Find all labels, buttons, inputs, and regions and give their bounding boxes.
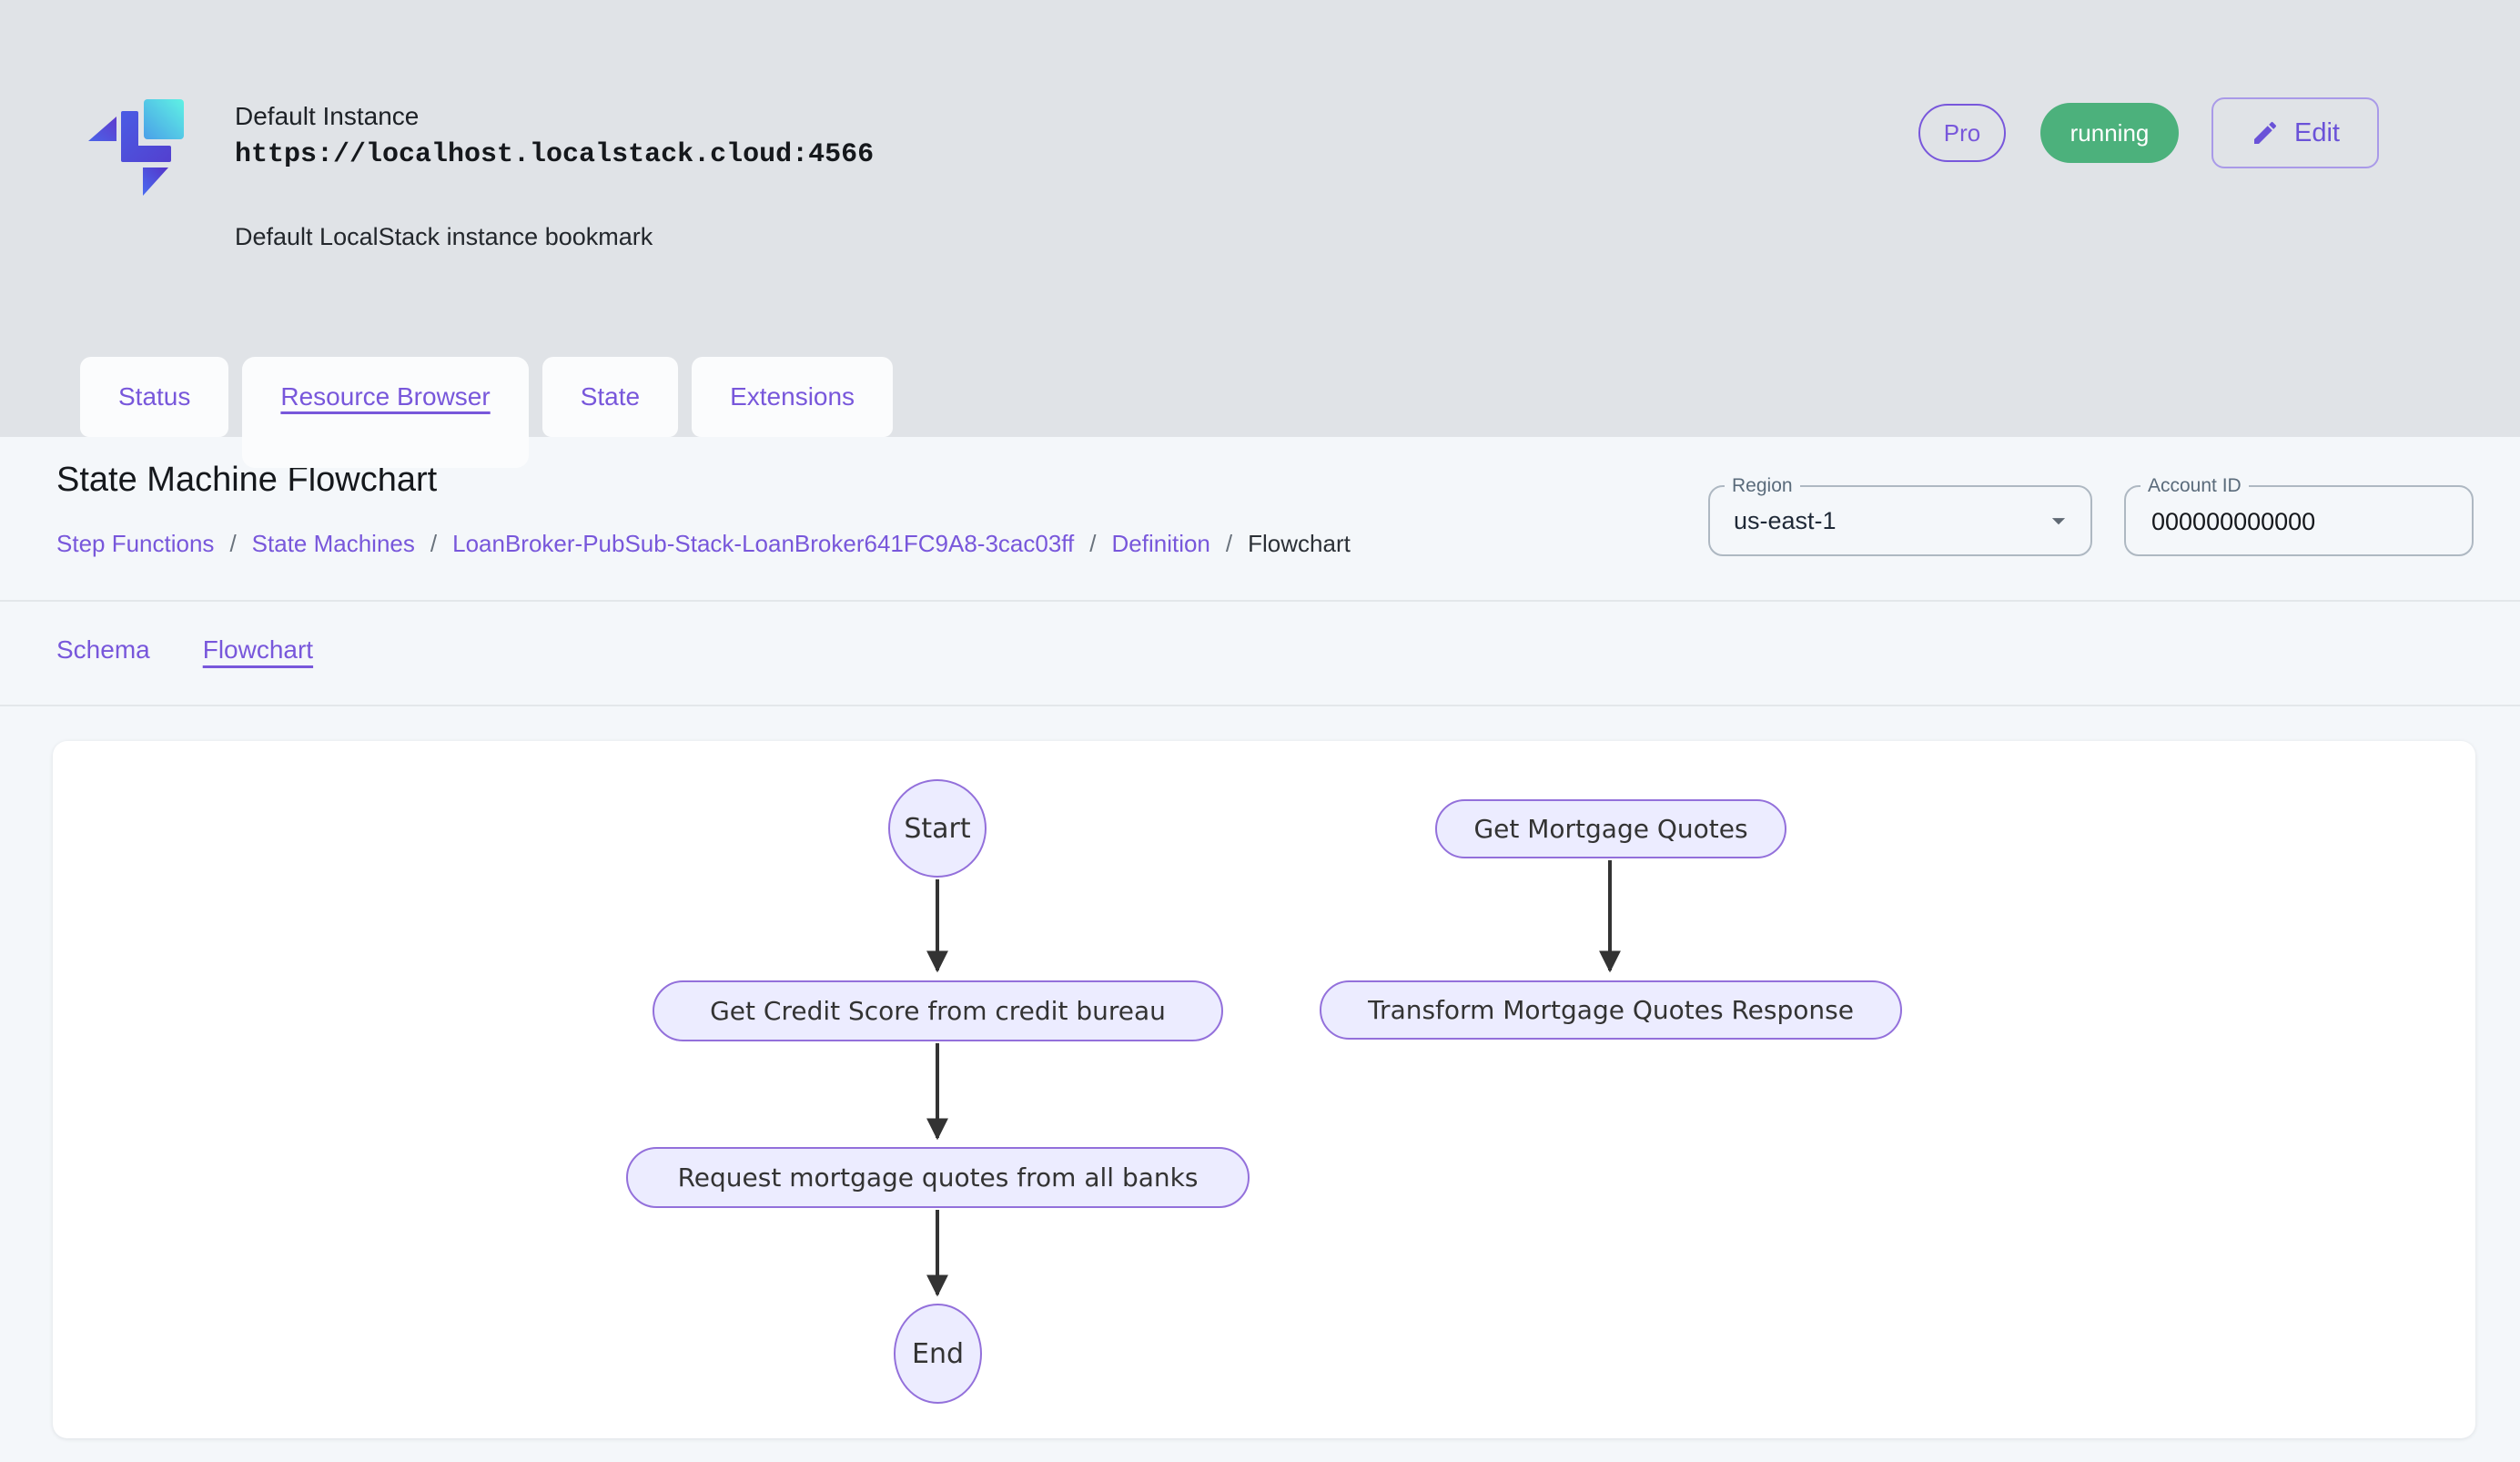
resource-browser-panel: State Machine Flowchart Step Functions /… [0, 437, 2520, 1462]
flow-node-end: End [894, 1304, 982, 1404]
main-tabs: Status Resource Browser State Extensions [80, 357, 894, 468]
instance-info: Default Instance https://localhost.local… [235, 98, 874, 253]
flowchart-edges [926, 860, 1621, 1297]
flow-node-get-credit-score: Get Credit Score from credit bureau [653, 980, 1223, 1041]
instance-name: Default Instance [235, 102, 420, 130]
account-id-label: Account ID [2140, 475, 2249, 497]
breadcrumb-separator: / [430, 530, 438, 557]
instance-header: Default Instance https://localhost.local… [0, 0, 2520, 468]
breadcrumb: Step Functions / State Machines / LoanBr… [56, 530, 1351, 558]
breadcrumb-separator: / [1225, 530, 1233, 557]
account-id-input[interactable] [2150, 489, 2454, 554]
breadcrumb-state-machines[interactable]: State Machines [251, 530, 415, 557]
flow-node-transform-response: Transform Mortgage Quotes Response [1320, 980, 1902, 1040]
tab-state[interactable]: State [541, 357, 679, 437]
divider [0, 600, 2520, 602]
region-select-label: Region [1725, 475, 1800, 497]
pencil-icon [2254, 121, 2277, 144]
state-machine-flowchart: Start Get Credit Score from credit burea… [53, 741, 2475, 1438]
tab-status[interactable]: Status [80, 357, 229, 437]
subtab-schema[interactable]: Schema [56, 635, 150, 664]
instance-description: Default LocalStack instance bookmark [235, 223, 653, 250]
chevron-down-icon [2051, 518, 2066, 525]
definition-subtabs: Schema Flowchart [56, 635, 313, 665]
flow-node-get-mortgage-quotes: Get Mortgage Quotes [1435, 799, 1786, 858]
breadcrumb-separator: / [1089, 530, 1097, 557]
header-actions: Pro running Edit [1918, 97, 2379, 168]
status-badge: running [2040, 103, 2179, 163]
divider [0, 705, 2520, 706]
localstack-logo-icon [88, 99, 184, 196]
breadcrumb-flowchart: Flowchart [1248, 530, 1351, 557]
breadcrumb-state-machine-name[interactable]: LoanBroker-PubSub-Stack-LoanBroker641FC9… [452, 530, 1075, 557]
region-select-value: us-east-1 [1734, 506, 1837, 534]
breadcrumb-definition[interactable]: Definition [1111, 530, 1210, 557]
pro-badge: Pro [1918, 104, 2006, 162]
tab-extensions[interactable]: Extensions [692, 357, 894, 437]
flowchart-card: Start Get Credit Score from credit burea… [53, 741, 2475, 1438]
edit-button[interactable]: Edit [2211, 97, 2379, 168]
flow-node-request-quotes: Request mortgage quotes from all banks [626, 1147, 1250, 1208]
account-id-field: Account ID [2124, 475, 2474, 556]
breadcrumb-separator: / [229, 530, 237, 557]
flow-node-start: Start [888, 779, 987, 878]
region-select[interactable]: Region us-east-1 [1708, 475, 2092, 556]
subtab-flowchart[interactable]: Flowchart [202, 635, 314, 664]
edit-button-label: Edit [2294, 117, 2340, 147]
breadcrumb-step-functions[interactable]: Step Functions [56, 530, 215, 557]
tab-resource-browser[interactable]: Resource Browser [242, 357, 529, 468]
instance-url: https://localhost.localstack.cloud:4566 [235, 139, 875, 170]
